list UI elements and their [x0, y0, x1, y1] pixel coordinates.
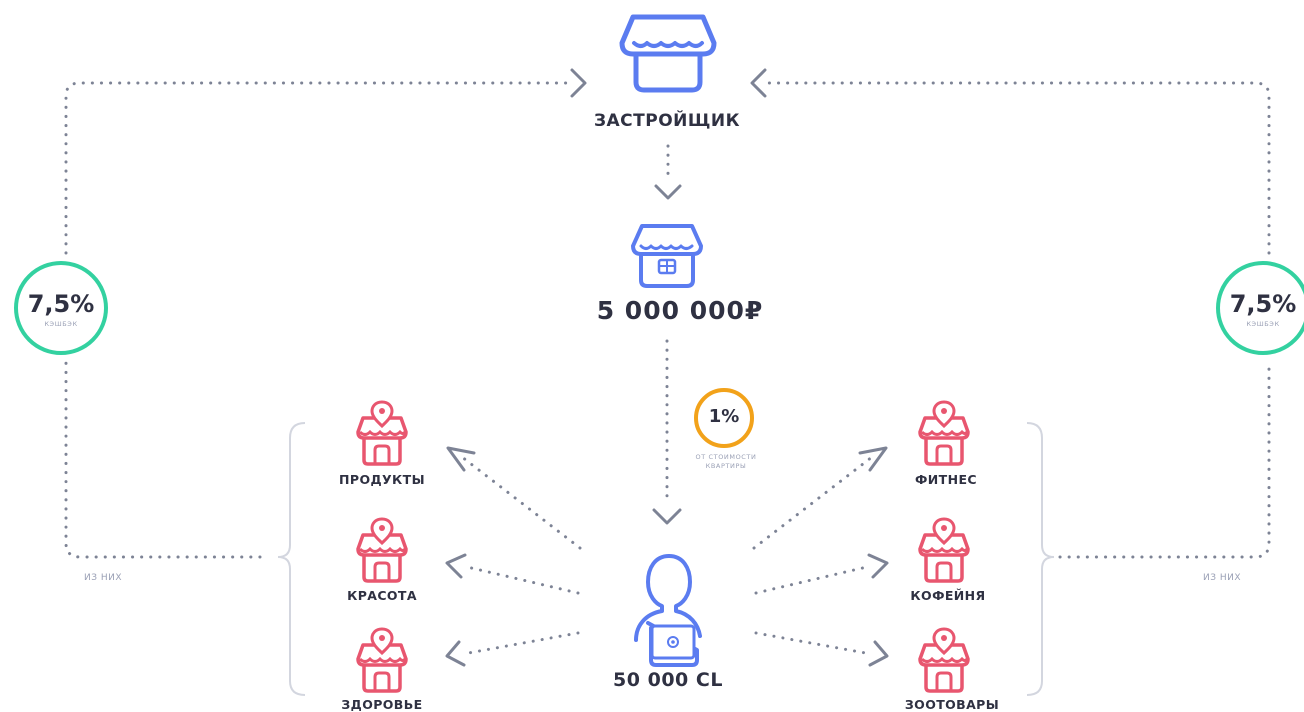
arrow-builder-to-apartment: [654, 144, 682, 200]
cashback-loop-right: [763, 81, 1271, 559]
cashback-left-value: 7,5%: [27, 290, 95, 318]
store-icon-builder: [619, 14, 717, 93]
shop-icon-fitness: [918, 400, 970, 466]
bracket-right: [1026, 422, 1055, 696]
shop-icon-health: [356, 627, 408, 693]
card-icon: [650, 624, 696, 660]
user-icon: [634, 554, 702, 667]
shop-icon-pet: [918, 627, 970, 693]
cashback-right-caption: КЭШБЭК: [1246, 320, 1280, 328]
arrows-to-left-categories: [445, 446, 582, 667]
arrow-left-into-builder: [570, 68, 587, 98]
bracket-left: [277, 422, 306, 696]
category-label-left: КРАСОТА: [347, 588, 417, 603]
cashback-ring-left: [14, 261, 108, 355]
cashback-loop-left: [64, 81, 574, 559]
category-label-left: ПРОДУКТЫ: [339, 472, 425, 487]
shop-icon-coffee: [918, 517, 970, 583]
store-icon-apartment: [631, 224, 703, 288]
cashback-right-value: 7,5%: [1229, 290, 1297, 318]
category-label-left: ЗДОРОВЬЕ: [341, 697, 423, 712]
percent-caption-line2: КВАРТИРЫ: [705, 462, 747, 470]
arrow-right-into-builder: [750, 68, 767, 98]
from-them-left: ИЗ НИХ: [83, 573, 123, 583]
price-label: 5 000 000₽: [596, 296, 764, 325]
builder-label: ЗАСТРОЙЩИК: [593, 111, 741, 131]
shop-icon-beauty: [356, 517, 408, 583]
shop-icon-products: [356, 400, 408, 466]
percent-badge-ring: [694, 388, 754, 448]
category-label-right: ФИТНЕС: [915, 472, 977, 487]
arrows-to-right-categories: [752, 446, 889, 667]
category-label-right: КОФЕЙНЯ: [910, 588, 986, 603]
percent-caption-line1: ОТ СТОИМОСТИ: [695, 453, 757, 461]
user-balance-label: 50 000 CL: [613, 669, 723, 691]
category-label-right: ЗООТОВАРЫ: [904, 697, 1000, 712]
cashback-ring-right: [1216, 261, 1304, 355]
arrow-apartment-to-user: [652, 339, 682, 525]
cashback-left-caption: КЭШБЭК: [44, 320, 78, 328]
percent-badge-value: 1%: [708, 406, 740, 427]
percent-badge-caption: ОТ СТОИМОСТИ КВАРТИРЫ: [696, 453, 757, 471]
from-them-right: ИЗ НИХ: [1202, 573, 1242, 583]
